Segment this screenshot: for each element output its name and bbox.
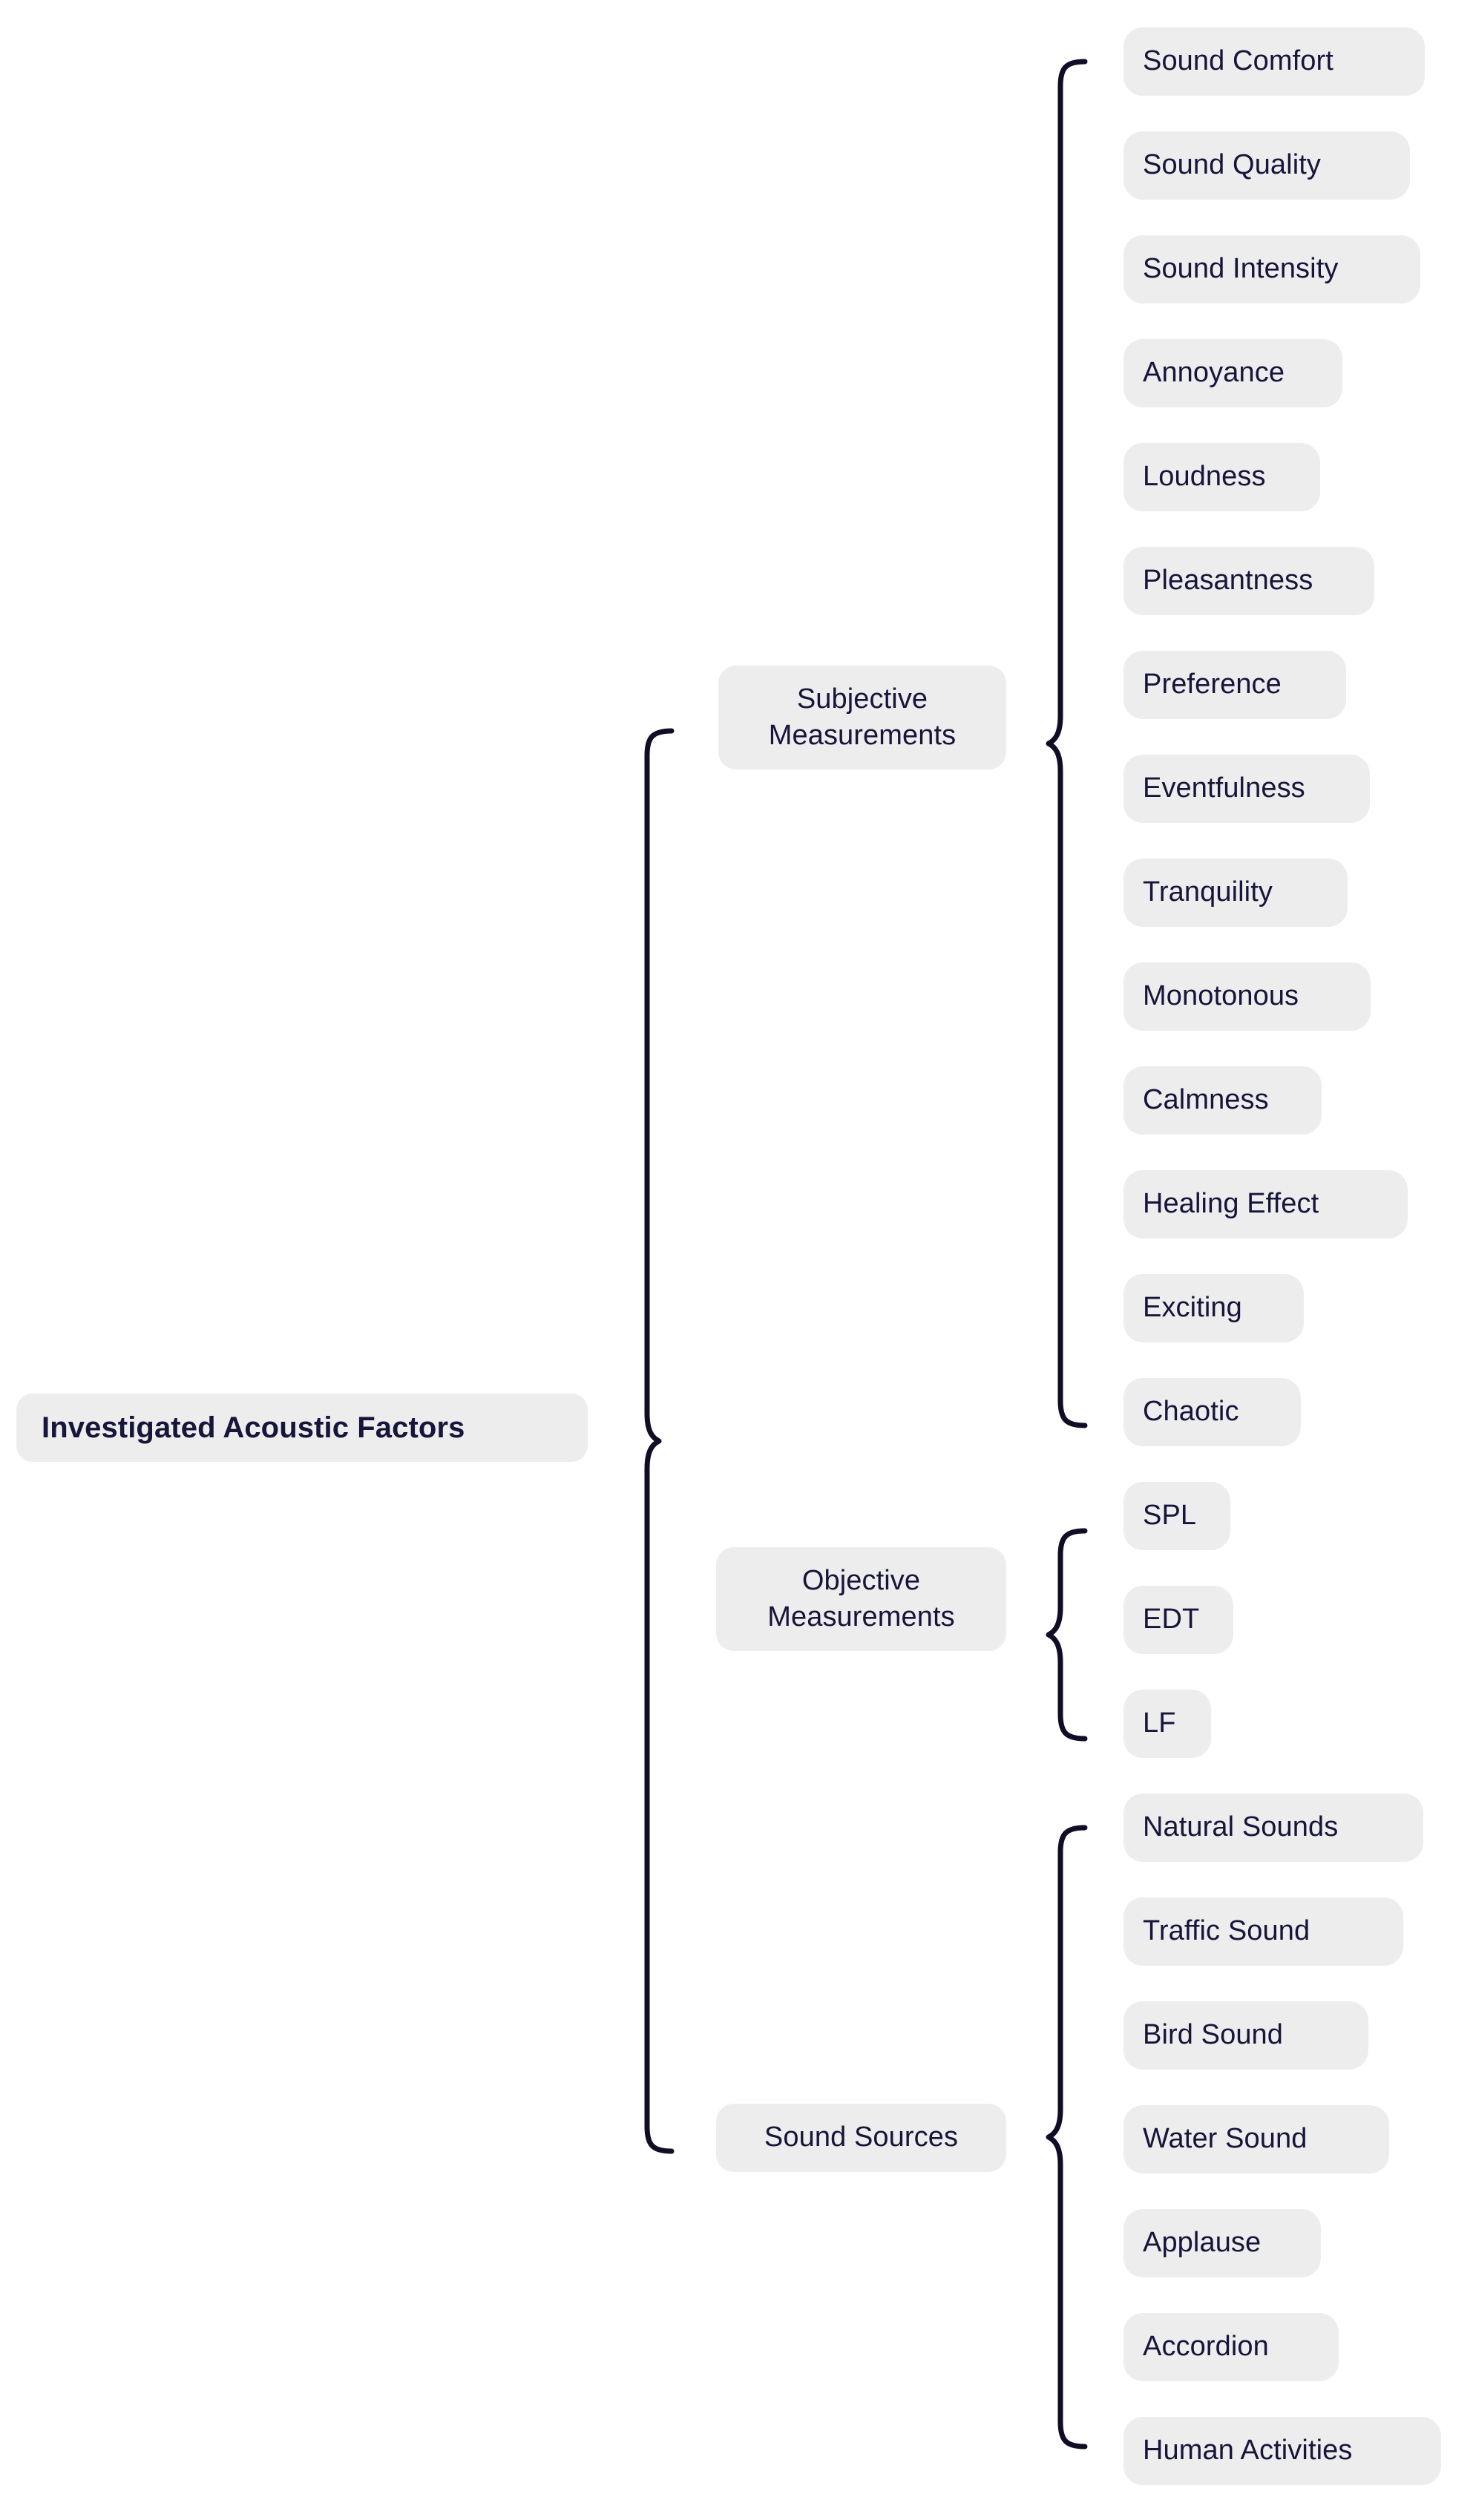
leaf-human-activities[interactable]: Human Activities	[1123, 2417, 1441, 2485]
leaf-annoyance[interactable]: Annoyance	[1123, 339, 1342, 407]
leaf-chaotic[interactable]: Chaotic	[1123, 1378, 1301, 1446]
branch-node-objective[interactable]: Objective Measurements	[716, 1547, 1006, 1651]
leaf-label: Exciting	[1143, 1292, 1242, 1324]
branch-subjective-label-line1: Subjective	[796, 683, 928, 715]
leaf-label: Water Sound	[1143, 2123, 1308, 2155]
leaf-label: SPL	[1143, 1500, 1197, 1532]
leaf-sound-comfort[interactable]: Sound Comfort	[1123, 27, 1425, 96]
leaf-eventfulness[interactable]: Eventfulness	[1123, 755, 1370, 823]
leaf-bird-sound[interactable]: Bird Sound	[1123, 2001, 1368, 2070]
leaf-label: Sound Comfort	[1143, 45, 1333, 77]
leaf-natural-sounds[interactable]: Natural Sounds	[1123, 1794, 1423, 1862]
leaf-tranquility[interactable]: Tranquility	[1123, 859, 1348, 927]
leaf-preference[interactable]: Preference	[1123, 651, 1346, 719]
leaf-exciting[interactable]: Exciting	[1123, 1274, 1304, 1342]
leaf-label: Loudness	[1143, 461, 1266, 493]
root-node[interactable]: Investigated Acoustic Factors	[16, 1394, 588, 1462]
leaf-label: Chaotic	[1143, 1396, 1239, 1428]
leaf-label: Sound Quality	[1143, 149, 1322, 181]
leaf-accordion[interactable]: Accordion	[1123, 2313, 1339, 2381]
root-node-label: Investigated Acoustic Factors	[42, 1411, 465, 1444]
leaf-calmness[interactable]: Calmness	[1123, 1066, 1322, 1135]
leaf-label: Tranquility	[1143, 876, 1273, 908]
leaf-sound-quality[interactable]: Sound Quality	[1123, 131, 1410, 200]
leaf-label: Pleasantness	[1143, 565, 1313, 597]
leaf-label: Human Activities	[1143, 2435, 1353, 2467]
leaf-label: Preference	[1143, 669, 1282, 700]
leaf-water-sound[interactable]: Water Sound	[1123, 2105, 1389, 2173]
leaf-label: Annoyance	[1143, 357, 1285, 389]
leaf-label: Sound Intensity	[1143, 253, 1339, 285]
branch-node-sound-sources[interactable]: Sound Sources	[716, 2104, 1006, 2172]
brace-objective	[1046, 1528, 1088, 1742]
leaf-sound-intensity[interactable]: Sound Intensity	[1123, 235, 1420, 303]
leaf-applause[interactable]: Applause	[1123, 2209, 1321, 2277]
leaf-lf[interactable]: LF	[1123, 1690, 1211, 1758]
leaf-pleasantness[interactable]: Pleasantness	[1123, 547, 1374, 615]
branch-objective-label-line1: Objective	[801, 1564, 921, 1596]
brace-subjective	[1046, 59, 1088, 1428]
branch-sound-sources-label: Sound Sources	[764, 2122, 959, 2153]
leaf-healing-effect[interactable]: Healing Effect	[1123, 1170, 1408, 1238]
branch-subjective-label-line2: Measurements	[768, 720, 957, 751]
leaf-monotonous[interactable]: Monotonous	[1123, 962, 1371, 1031]
leaf-label: Accordion	[1143, 2331, 1269, 2363]
leaf-traffic-sound[interactable]: Traffic Sound	[1123, 1897, 1403, 1966]
branch-objective-label-line2: Measurements	[767, 1601, 955, 1633]
brace-sound-sources	[1046, 1825, 1088, 2450]
leaf-edt[interactable]: EDT	[1123, 1586, 1233, 1654]
leaf-label: Monotonous	[1143, 980, 1299, 1012]
leaf-label: Healing Effect	[1143, 1188, 1319, 1220]
leaf-label: Bird Sound	[1143, 2019, 1284, 2051]
leaf-label: Traffic Sound	[1143, 1915, 1310, 1947]
branch-node-subjective[interactable]: Subjective Measurements	[718, 666, 1006, 770]
leaf-label: LF	[1143, 1707, 1176, 1739]
leaf-label: Eventfulness	[1143, 772, 1305, 804]
leaf-label: Calmness	[1143, 1084, 1269, 1116]
leaf-loudness[interactable]: Loudness	[1123, 443, 1320, 511]
leaf-label: EDT	[1143, 1604, 1200, 1635]
leaf-label: Applause	[1143, 2227, 1262, 2259]
brace-root	[644, 728, 675, 2154]
leaf-spl[interactable]: SPL	[1123, 1482, 1230, 1550]
leaf-label: Natural Sounds	[1143, 1811, 1339, 1843]
